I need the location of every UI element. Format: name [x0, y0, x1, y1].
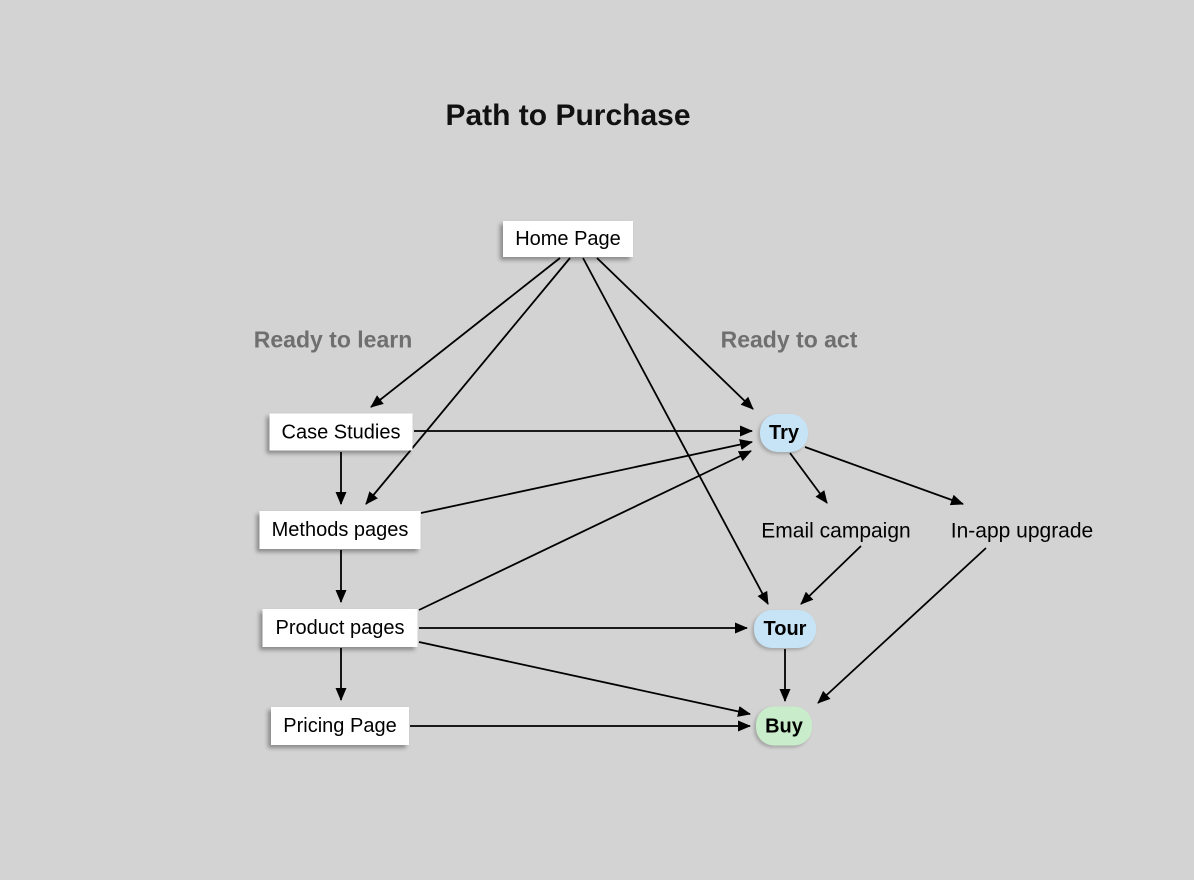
edge-try-to-in-app-upgrade [804, 446, 964, 506]
node-case-studies: Case Studies [269, 413, 413, 451]
node-buy: Buy [756, 706, 812, 746]
section-label-ready-to-learn: Ready to learn [253, 326, 413, 353]
node-home-page: Home Page [503, 221, 633, 257]
node-methods-pages: Methods pages [259, 511, 421, 549]
page-title: Path to Purchase [445, 99, 691, 132]
node-tour: Tour [754, 610, 816, 648]
node-pricing-page: Pricing Page [271, 707, 409, 745]
node-in-app-upgrade: In-app upgrade [950, 519, 1094, 543]
edge-email-campaign-to-tour [800, 545, 862, 605]
edge-methods-pages-to-try [420, 439, 753, 514]
section-label-ready-to-act: Ready to act [720, 326, 858, 353]
edge-product-pages-to-buy [418, 641, 751, 717]
edge-product-pages-to-try [418, 450, 752, 611]
edge-home-page-to-methods-pages [365, 257, 571, 505]
node-email-campaign: Email campaign [761, 519, 911, 543]
edge-home-page-to-tour [582, 257, 769, 605]
node-try: Try [760, 414, 808, 452]
edge-try-to-email-campaign [789, 452, 828, 504]
node-product-pages: Product pages [262, 609, 418, 647]
edge-in-app-upgrade-to-buy [817, 547, 987, 704]
